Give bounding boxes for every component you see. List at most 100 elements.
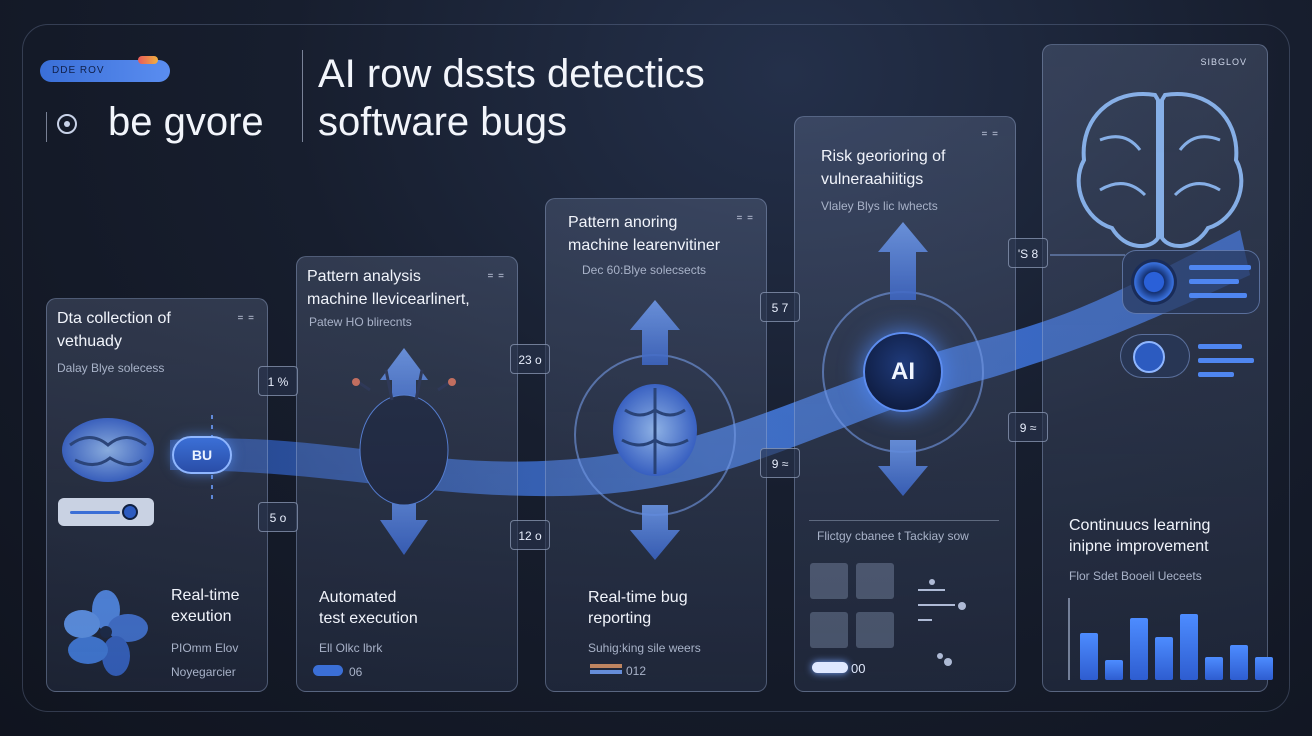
badge: 23 o [510, 344, 550, 374]
card-subtitle: Vlaley Blys lic lwhects [821, 199, 938, 213]
badge: 5 7 [760, 292, 800, 322]
slider-track [70, 511, 120, 514]
settings-widget[interactable] [1122, 250, 1260, 314]
flower-icon [64, 590, 148, 676]
card-menu-icon[interactable]: = = [736, 213, 754, 224]
card-bottom-title: Continuucs learning inipne improvement [1069, 515, 1210, 557]
outer-frame [22, 24, 1290, 712]
ai-orb: AI [863, 332, 943, 412]
card-data-collection[interactable]: Dta collection of vethuady = = Dalay Bly… [46, 298, 268, 692]
badge: 'S 8 [1008, 238, 1048, 268]
chart-bar [1105, 660, 1123, 680]
card-title: Risk georioring of vulneraahiitigs [821, 145, 946, 191]
bug-icon [352, 369, 456, 506]
title-divider [302, 50, 303, 142]
badge: 1 % [258, 366, 298, 396]
line-3 [1189, 293, 1247, 298]
chart-bar [1205, 657, 1223, 680]
network-icon [918, 579, 966, 666]
card-divider [809, 520, 999, 521]
card-menu-icon[interactable]: = = [237, 313, 255, 324]
chart-bar [1155, 637, 1173, 680]
chart-bar [1130, 618, 1148, 680]
divider [46, 112, 47, 142]
card-bottom-sub: Ell Olkc lbrk [319, 641, 383, 655]
card-menu-label: SIBGLOV [1200, 57, 1247, 67]
header-pill-label: DDE ROV [52, 65, 105, 76]
toggle-value: 012 [626, 664, 647, 678]
bug-label[interactable]: BU [172, 436, 232, 474]
card-bottom-title: Real-time bug reporting [588, 587, 688, 629]
card-menu-icon[interactable]: = = [487, 271, 505, 282]
chart-bar [1180, 614, 1198, 680]
line-b [1198, 358, 1254, 363]
card-bottom-sub: Flor Sdet Booeil Ueceets [1069, 569, 1202, 583]
header-pill[interactable]: DDE ROV [40, 56, 170, 82]
toggle-switch[interactable] [313, 665, 343, 676]
badge: 5 o [258, 502, 298, 532]
toggle-value: 00 [851, 661, 866, 676]
progress-slider[interactable] [58, 498, 154, 526]
badge: 9 ≈ [1008, 412, 1048, 442]
line-a [1198, 344, 1242, 349]
card-title-line2: vethuady [57, 333, 122, 350]
card-subtitle: Dec 60:Blye solecsects [582, 263, 707, 277]
card-bottom-line1: Continuucs learning [1069, 517, 1211, 534]
card-menu-icon[interactable]: = = [981, 129, 999, 140]
line-c [1198, 372, 1234, 377]
slider-knob[interactable] [122, 504, 138, 520]
card-title: Pattern analysis machine llevicearlinert… [307, 265, 470, 311]
card-title-line2: vulneraahiitigs [821, 171, 924, 188]
card-subtitle: Patew HO blirecnts [309, 315, 412, 329]
card-bottom-title: Real-time exeution [171, 585, 239, 627]
card-title-line1: Pattern analysis [307, 268, 421, 285]
thumbnail-grid [810, 563, 894, 648]
card-subtitle: Dalay Blye solecess [57, 361, 165, 375]
chip-icon [57, 114, 77, 134]
chart-axis [1068, 598, 1070, 680]
card-title: Dta collection of vethuady [57, 307, 171, 353]
badge: 12 o [510, 520, 550, 550]
flow-band [170, 230, 1250, 497]
card-title-line1: Dta collection of [57, 310, 171, 327]
toggle-switch[interactable] [812, 662, 848, 673]
line-2 [1189, 279, 1239, 284]
target-icon [1131, 259, 1177, 305]
card-bottom-sub: PIOmm Elov [171, 641, 239, 655]
card-bottom-line1: Real-time [171, 587, 240, 604]
chart-bar [1080, 633, 1098, 680]
status-dots [138, 56, 158, 64]
card-title: Pattern anoring machine learenvitiner [568, 211, 720, 257]
card-bottom-title: Flictgy cbanee t Tackiay sow [817, 529, 969, 543]
page-title-line1: AI row dssts detectics [318, 52, 705, 96]
card-bottom-title: Automated test execution [319, 587, 418, 629]
card-title-line1: Pattern anoring [568, 214, 678, 231]
card-bottom-line2: exeution [171, 608, 232, 625]
line-1 [1189, 265, 1251, 270]
card-bottom-sub: Suhig:king sile weers [588, 641, 701, 655]
card-title-line1: Risk georioring of [821, 148, 946, 165]
brand-text: be gvore [108, 100, 264, 144]
card-bottom-line2: inipne improvement [1069, 538, 1209, 555]
card-title-line2: machine llevicearlinert, [307, 291, 470, 308]
toggle-value: 06 [349, 665, 363, 679]
page-title-line2: software bugs [318, 100, 568, 144]
brain-icon-1 [62, 418, 154, 482]
brain-icon-3 [613, 384, 697, 476]
card-bottom-line2: reporting [588, 610, 652, 627]
gauge-icon [1133, 341, 1165, 373]
card-pattern-analysis[interactable]: Pattern analysis machine llevicearlinert… [296, 256, 518, 692]
card-title-line2: machine learenvitiner [568, 237, 721, 254]
page-title: AI row dssts detectics software bugs [318, 50, 705, 146]
card-bottom-line2: test execution [319, 610, 418, 627]
chart-bar [1255, 657, 1273, 680]
card-bottom-sub2: Noyegarcier [171, 665, 236, 679]
brain-icon-5 [1076, 92, 1244, 249]
gauge-widget[interactable] [1120, 334, 1190, 378]
card-bottom-line1: Real-time bug [588, 589, 688, 606]
card-pattern-anoring[interactable]: Pattern anoring machine learenvitiner = … [545, 198, 767, 692]
chart-bar [1230, 645, 1248, 680]
card-bottom-line1: Automated [319, 589, 397, 606]
